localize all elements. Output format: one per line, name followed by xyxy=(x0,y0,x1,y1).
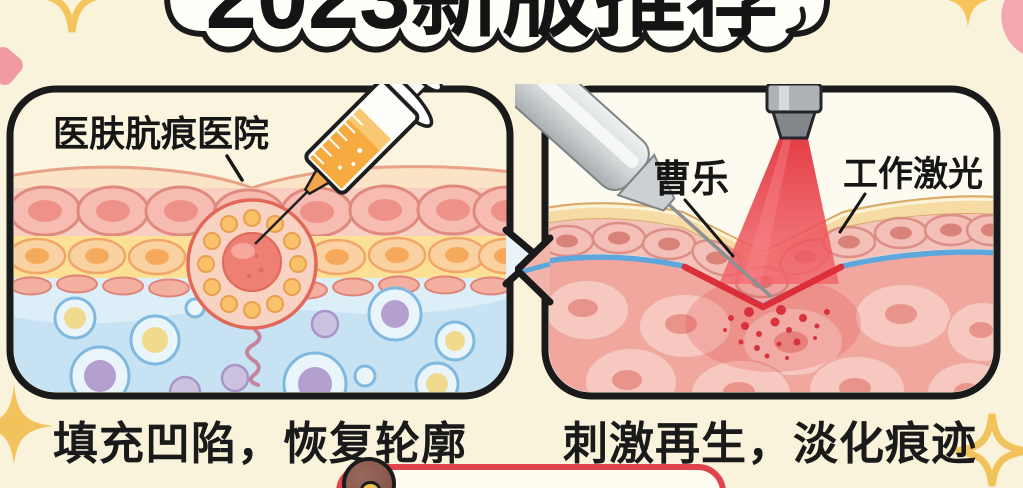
dermis-bubbles xyxy=(53,286,476,392)
microneedle-pen-icon xyxy=(515,84,773,299)
laser-label-pointer xyxy=(838,192,867,234)
sparkle-solid-top-right-icon xyxy=(947,0,989,28)
right-caption: 刺激再生，淡化痕迹 xyxy=(562,418,977,469)
cloud-curl xyxy=(785,6,806,34)
pink-diamond-icon xyxy=(0,47,23,85)
left-label-pointer xyxy=(225,154,244,182)
laser-label: 工作激光 xyxy=(843,155,983,194)
title-banner: 2023新版推荐 xyxy=(164,0,830,53)
left-skin-layers xyxy=(14,93,507,392)
scar-crater xyxy=(186,198,318,330)
laser-beam xyxy=(719,134,839,284)
suture-squiggle xyxy=(245,328,262,387)
mascot-beak-icon xyxy=(360,481,381,488)
right-panel-illustration: 曹乐 工作激光 xyxy=(515,84,1001,400)
left-caption: 填充凹陷，恢复轮廓 xyxy=(52,418,467,469)
laser-handpiece-icon xyxy=(765,84,823,140)
needle-label-pointer xyxy=(683,198,735,258)
cloud-shape xyxy=(164,0,830,53)
left-panel-illustration: 医肤肮痕医院 xyxy=(6,84,541,400)
left-panel-label: 医肤肮痕医院 xyxy=(53,113,269,154)
needle-label: 曹乐 xyxy=(653,159,729,201)
pink-blob-top-right-icon xyxy=(1001,0,1023,58)
syringe-icon xyxy=(254,84,443,245)
sparkle-outline-top-left-icon xyxy=(46,0,98,33)
page-title: 2023新版推荐 xyxy=(206,0,779,48)
laser-spatter-dots xyxy=(723,305,830,360)
